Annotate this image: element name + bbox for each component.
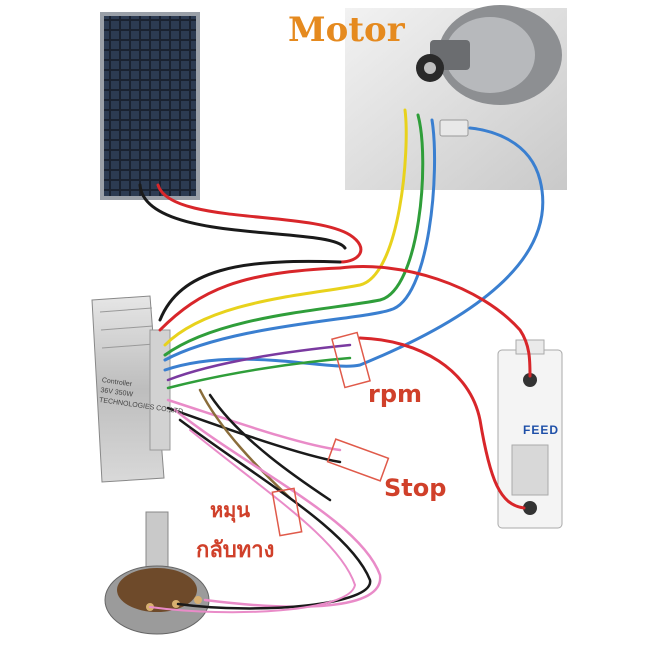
- ctrl-red-wire: [158, 266, 342, 332]
- controller-box: [91, 295, 171, 483]
- motor-photo: [345, 5, 567, 190]
- reverse-label-line1: หมุน: [210, 498, 251, 522]
- wires: [138, 108, 545, 614]
- breaker-red-wire-bottom: [358, 336, 526, 510]
- solar-panel: [100, 12, 200, 200]
- phase-green-wire: [163, 113, 425, 357]
- circuit-breaker: [497, 339, 563, 529]
- solar-black-wire: [138, 183, 347, 250]
- reverse-connector-box: [271, 487, 303, 537]
- stop-wires: [166, 398, 342, 452]
- ctrl-black-wire: [158, 259, 342, 322]
- rpm-connector-box: [331, 331, 371, 389]
- reverse-wires: [198, 388, 292, 500]
- connector-highlights: [271, 331, 390, 537]
- stop-label: Stop: [384, 474, 447, 502]
- reverse-label-line2: กลับทาง: [196, 538, 275, 563]
- rpm-label: rpm: [368, 380, 423, 408]
- rpm-wires: [166, 343, 352, 382]
- sensor-blue-wire: [163, 126, 545, 372]
- phase-yellow-wire: [163, 108, 408, 347]
- breaker-red-wire-top: [338, 265, 532, 378]
- stop-connector-box: [326, 438, 390, 482]
- solar-red-wire: [156, 183, 363, 264]
- potentiometer: [104, 511, 210, 635]
- breaker-brand-label: FEED: [523, 423, 560, 437]
- motor-label: Motor: [288, 10, 405, 50]
- phase-blue-wire: [163, 118, 437, 362]
